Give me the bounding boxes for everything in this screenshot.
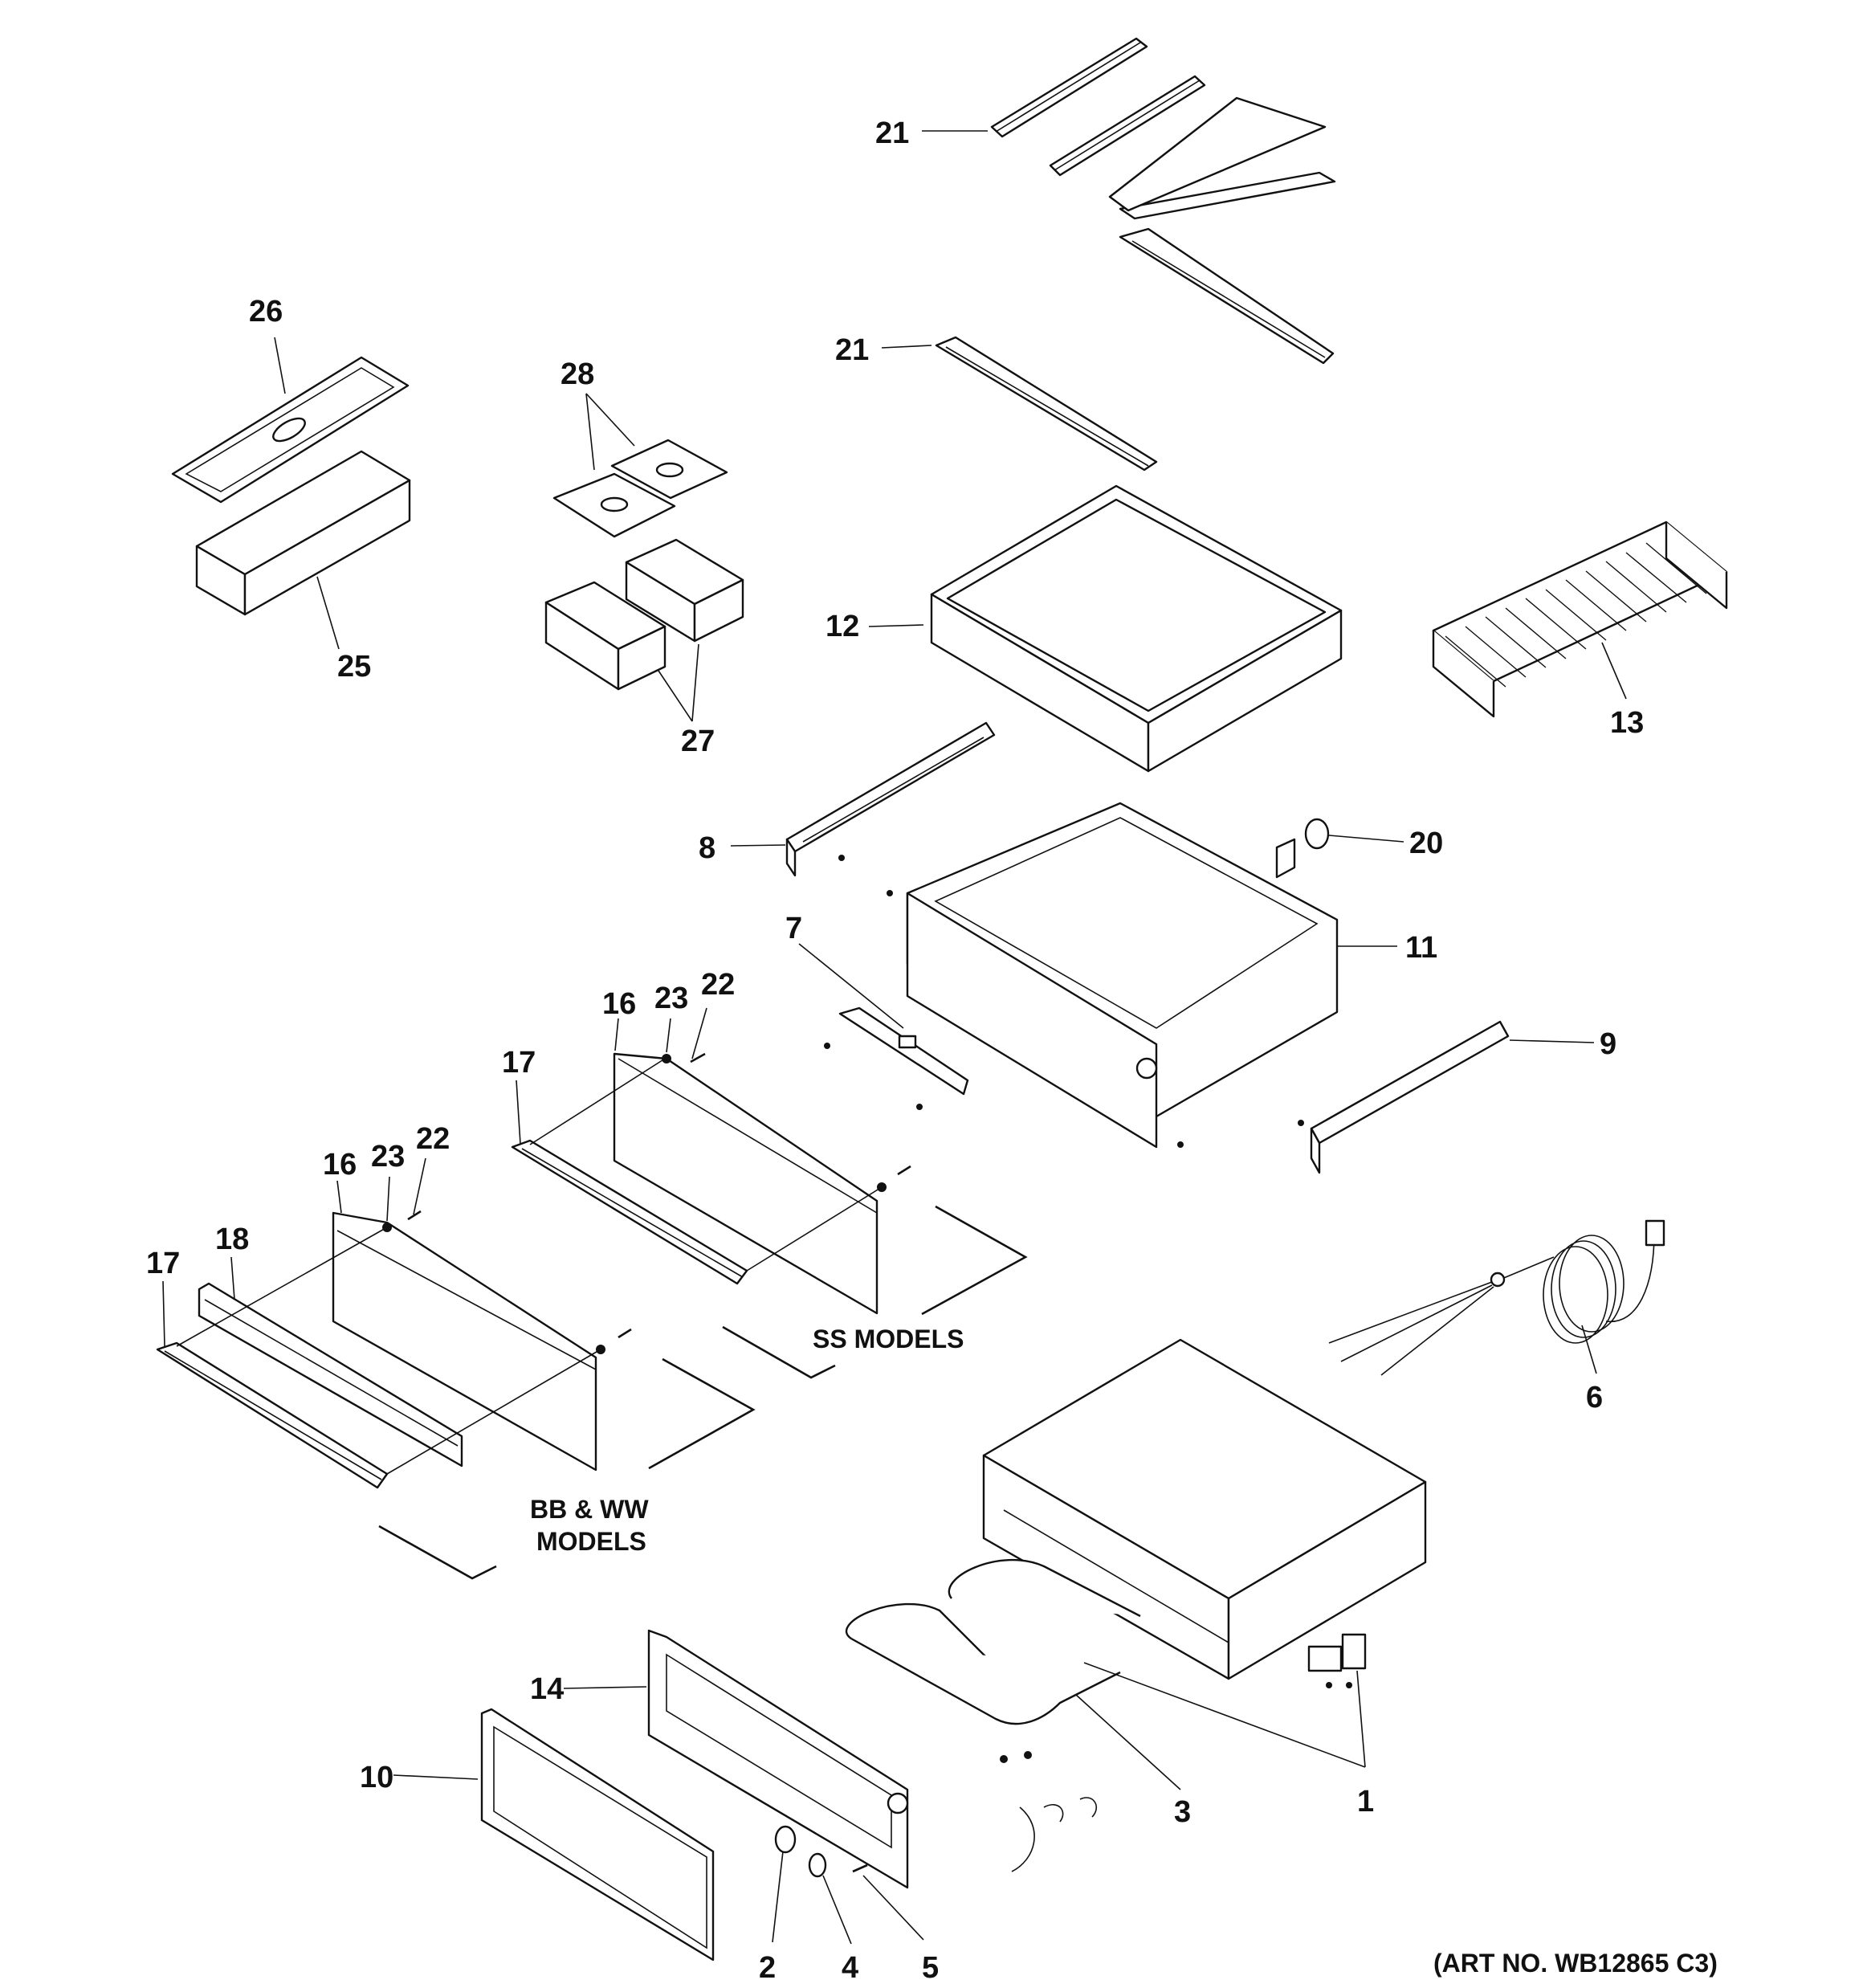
part-26-lid (171, 356, 410, 504)
part-17-handle-bbww (156, 1223, 605, 1489)
callout-17a: 17 (502, 1046, 536, 1080)
callout-21a: 21 (875, 116, 909, 150)
part-10-bottom-panel (480, 1708, 715, 1961)
callout-8: 8 (699, 831, 715, 865)
callout-16a: 16 (602, 987, 636, 1021)
callout-21b: 21 (835, 333, 869, 367)
callout-16b: 16 (323, 1148, 357, 1182)
callout-4: 4 (842, 1951, 858, 1985)
callout-1: 1 (1357, 1785, 1374, 1819)
part-22-23-fasteners (407, 1052, 911, 1339)
bbww-model-bracket (378, 1357, 756, 1580)
callout-3: 3 (1174, 1795, 1191, 1829)
callout-18: 18 (215, 1223, 249, 1256)
part-6-power-cord (1328, 1219, 1665, 1376)
callout-9: 9 (1600, 1027, 1616, 1061)
part-18-trim (198, 1282, 463, 1468)
callout-14: 14 (530, 1672, 564, 1706)
ss-models-label: SS MODELS (813, 1325, 964, 1353)
callout-12: 12 (826, 610, 859, 643)
callout-5: 5 (922, 1951, 939, 1985)
part-16-front-panel-ss (613, 1052, 879, 1315)
callout-6: 6 (1586, 1381, 1603, 1414)
part-16-front-panel-bbww (332, 1211, 597, 1472)
bbww-models-label-line2: MODELS (536, 1527, 646, 1556)
part-7-bracket (824, 1006, 969, 1110)
callout-numbers: 21 21 26 28 12 13 25 27 8 20 11 7 9 16 2… (146, 116, 1644, 1985)
callout-13: 13 (1610, 706, 1644, 740)
callout-20: 20 (1409, 827, 1443, 860)
callout-27: 27 (681, 725, 715, 758)
callout-26: 26 (249, 295, 283, 329)
callout-25: 25 (337, 650, 371, 684)
ss-model-bracket (722, 1205, 1028, 1379)
callout-22a: 22 (701, 968, 735, 1002)
callout-10: 10 (360, 1761, 393, 1794)
part-14-frame (647, 1629, 909, 1889)
callout-23a: 23 (654, 982, 688, 1015)
part-9-slide-rail (1298, 1020, 1510, 1174)
part-17-handle-ss (511, 1054, 887, 1285)
drawer-housing (982, 1338, 1427, 1680)
leader-lines (162, 130, 1627, 1945)
part-3-heating-element (845, 1558, 1141, 1763)
part-13-wire-rack (1432, 520, 1728, 718)
part-5-screw (852, 1863, 868, 1873)
part-21-rails (935, 37, 1336, 471)
part-20-bumper (1275, 818, 1330, 879)
part-1-switch (1307, 1633, 1367, 1688)
bbww-models-label-line1: BB & WW (530, 1495, 649, 1524)
part-4-bushing (808, 1852, 827, 1878)
callout-28: 28 (561, 357, 594, 391)
callout-7: 7 (785, 912, 802, 945)
part-12-pan (930, 484, 1343, 773)
wire-harness (1011, 1797, 1097, 1872)
part-8-slide-rail (785, 721, 996, 877)
callout-22b: 22 (416, 1122, 450, 1156)
part-11-drawer-body (887, 802, 1339, 1149)
part-25-tray (195, 450, 411, 616)
callout-11: 11 (1405, 931, 1437, 965)
callout-2: 2 (759, 1951, 776, 1985)
part-28-small-lids (552, 439, 728, 538)
callout-23b: 23 (371, 1140, 405, 1174)
part-27-small-pans (544, 538, 744, 691)
art-number: (ART NO. WB12865 C3) (1433, 1949, 1718, 1978)
part-2-knob (774, 1825, 797, 1854)
callout-17b: 17 (146, 1247, 180, 1280)
